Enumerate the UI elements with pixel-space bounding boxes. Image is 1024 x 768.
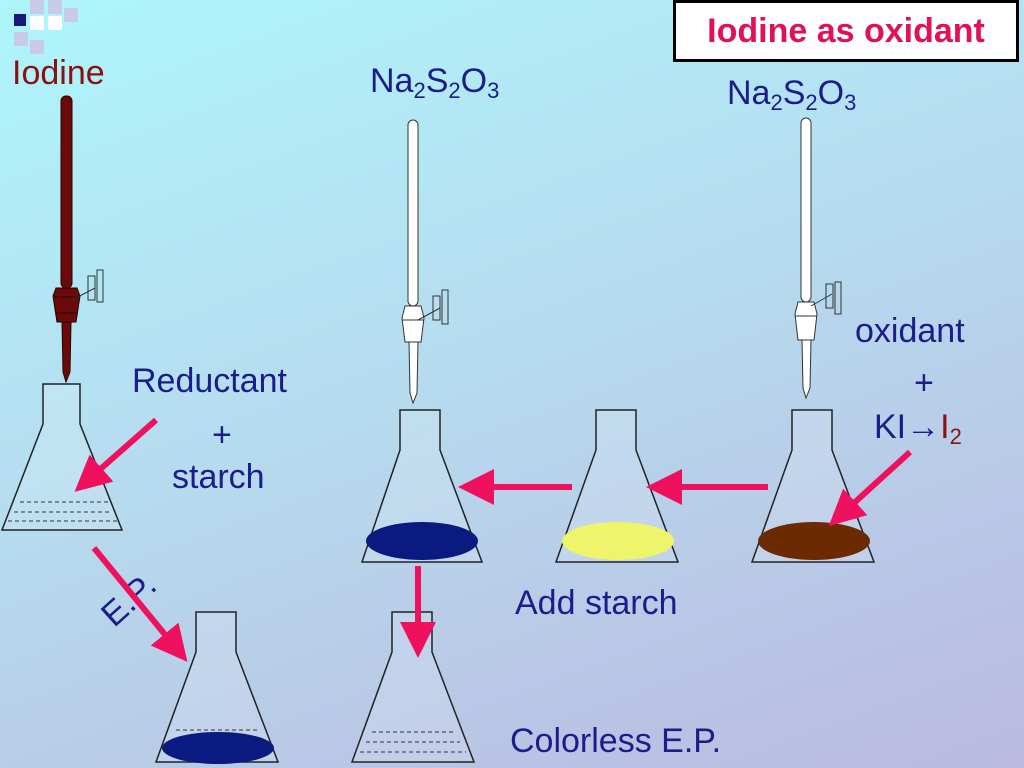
iodine-label: Iodine: [12, 54, 105, 92]
add-starch-label: Add starch: [515, 584, 678, 622]
reagent-label-2: Na2S2O3: [727, 74, 857, 115]
stopcock-icon[interactable]: [417, 289, 449, 325]
thiosulfate-burette-1: [401, 119, 449, 405]
decorative-squares: [14, 0, 78, 54]
oxidant-label: oxidant: [855, 312, 965, 350]
arrow-to-brown-flask: [828, 449, 913, 527]
flask-yellow: [554, 409, 680, 563]
stopcock-icon[interactable]: [71, 269, 104, 303]
oxidant-plus: +: [914, 364, 934, 402]
thiosulfate-burette-2: [794, 117, 842, 400]
reductant-plus: +: [212, 416, 232, 454]
colorless-ep-label: Colorless E.P.: [510, 722, 722, 760]
flask-blue: [360, 409, 484, 563]
flask-colorless: [350, 611, 476, 763]
reagent-label-1: Na2S2O3: [370, 62, 500, 103]
arrow-ep-diagonal: [91, 546, 188, 662]
iodine-burette: [52, 95, 104, 384]
flask-reductant: [0, 383, 124, 531]
reductant-label: Reductant: [132, 362, 287, 400]
flask-brown: [750, 409, 876, 563]
starch-label: starch: [172, 458, 265, 496]
arrow-to-reductant-flask: [74, 417, 158, 492]
stopcock-icon[interactable]: [810, 281, 842, 315]
ki-reaction: KI→I2: [874, 408, 962, 449]
flask-ep-blue: [154, 611, 280, 764]
slide-title: Iodine as oxidant: [673, 0, 1019, 62]
